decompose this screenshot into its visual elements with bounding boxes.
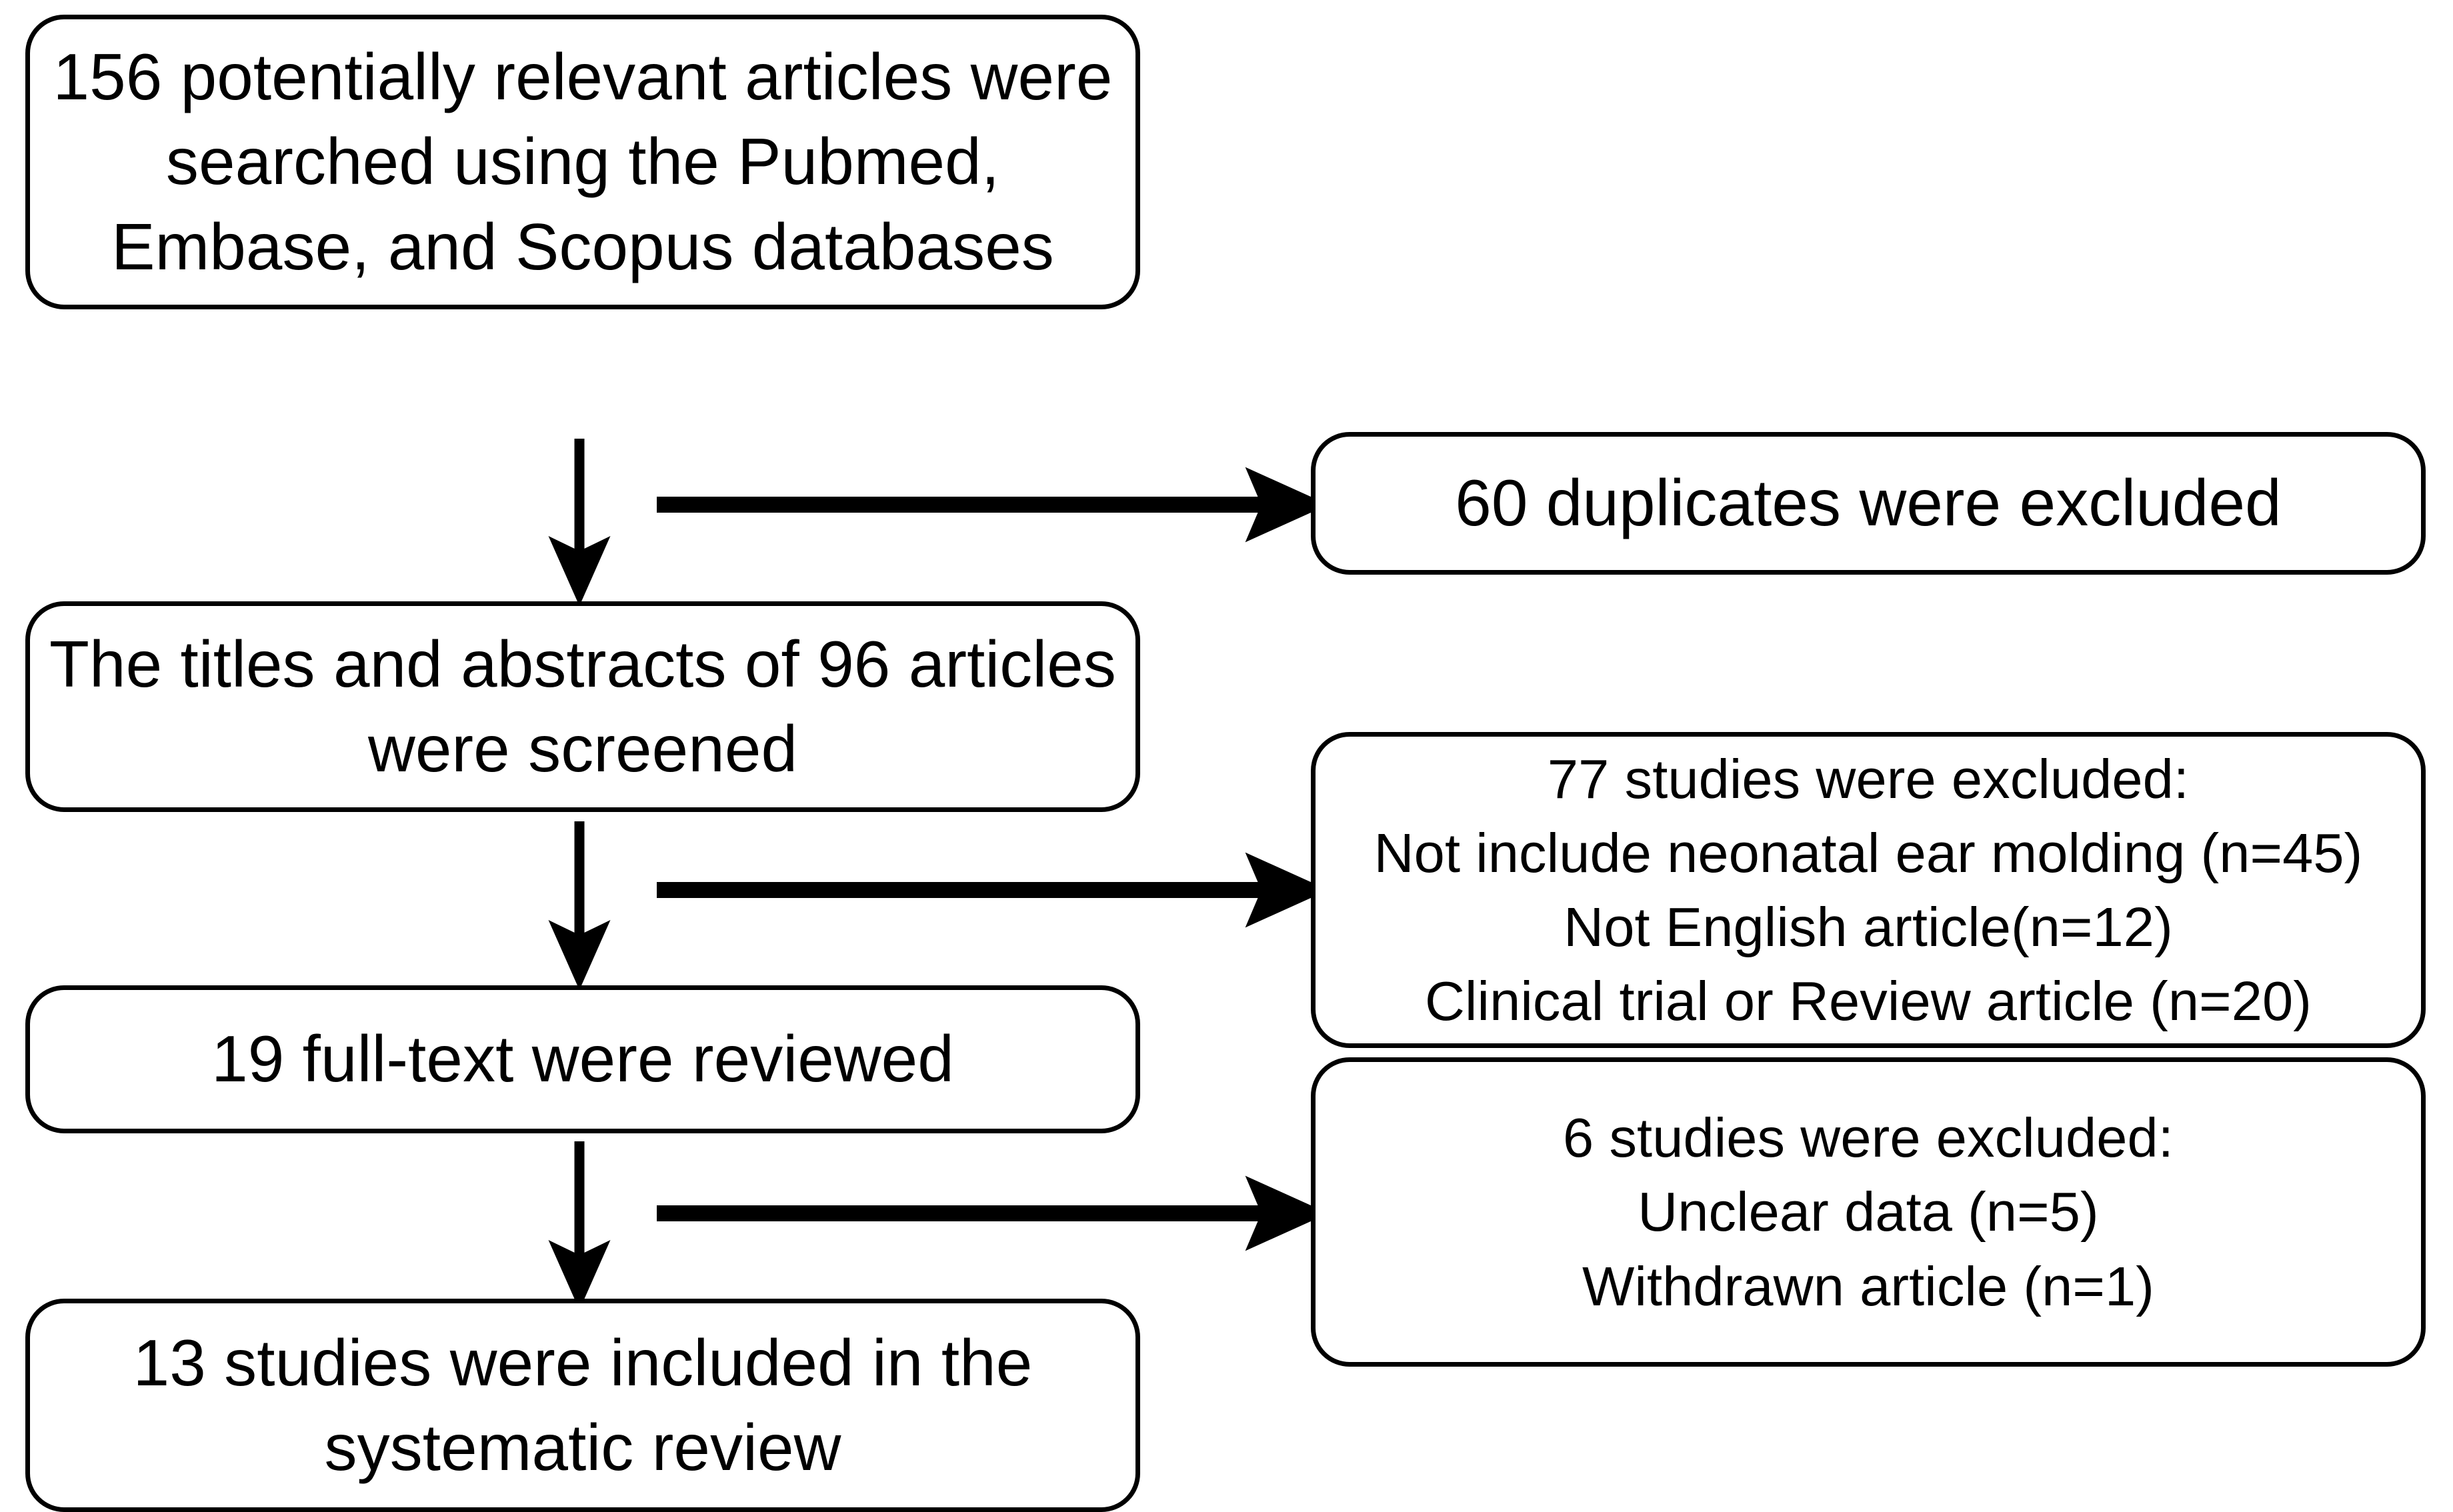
node-studies-included-label: 13 studies were included in the systemat…: [133, 1325, 1033, 1484]
node-records-screened-label: The titles and abstracts of 96 articles …: [49, 627, 1116, 785]
node-records-identified: 156 potentially relevant articles were s…: [25, 15, 1140, 309]
node-eligibility-exclusions: 6 studies were excluded: Unclear data (n…: [1311, 1057, 2426, 1367]
node-screening-exclusions: 77 studies were excluded: Not include ne…: [1311, 732, 2426, 1048]
node-full-text-assessed-label: 19 full-text were reviewed: [211, 1022, 954, 1096]
node-eligibility-exclusions-label: 6 studies were excluded: Unclear data (n…: [1563, 1107, 2174, 1317]
node-studies-included: 13 studies were included in the systemat…: [25, 1299, 1140, 1512]
node-screening-exclusions-label: 77 studies were excluded: Not include ne…: [1374, 747, 2363, 1033]
node-duplicates-excluded: 60 duplicates were excluded: [1311, 432, 2426, 575]
node-full-text-assessed: 19 full-text were reviewed: [25, 985, 1140, 1133]
node-records-identified-label: 156 potentially relevant articles were s…: [53, 39, 1113, 283]
node-records-screened: The titles and abstracts of 96 articles …: [25, 601, 1140, 812]
node-duplicates-excluded-label: 60 duplicates were excluded: [1455, 466, 2282, 540]
